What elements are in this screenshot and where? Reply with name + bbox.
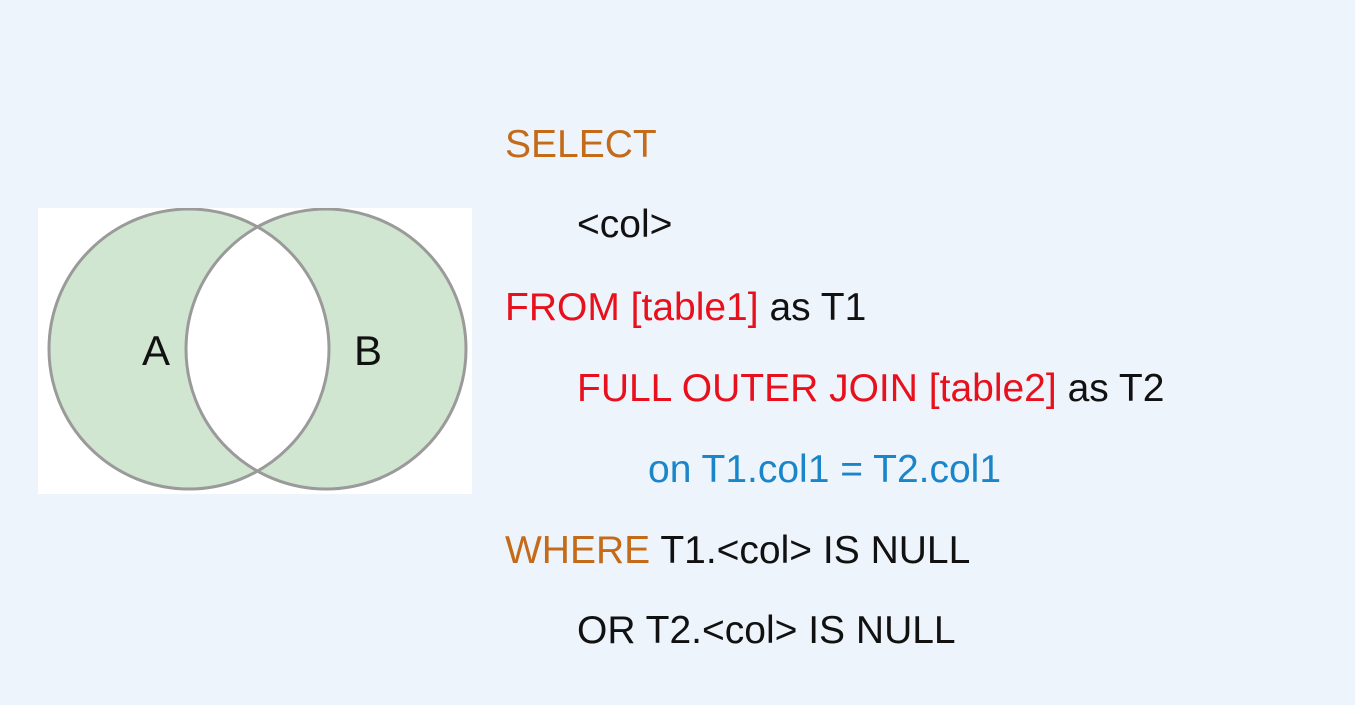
label-b: B [354,327,382,374]
or-line: OR T2.<col> IS NULL [577,608,956,654]
venn-diagram: A B [47,208,468,491]
or-condition: OR T2.<col> IS NULL [577,609,956,652]
from-line: FROM [table1] as T1 [505,285,866,331]
circle-b-outline [184,208,468,491]
intersection-region [186,209,329,489]
circle-a-outline [47,208,331,491]
select-keyword: SELECT [505,123,657,166]
where-keyword: WHERE [505,529,651,572]
column-line: <col> [577,202,672,248]
alias-t1: as T1 [769,286,867,329]
venn-diagram-panel: A B [38,208,472,494]
where-line: WHERE T1.<col> IS NULL [505,528,970,574]
on-line: on T1.col1 = T2.col1 [648,447,1001,493]
join-line: FULL OUTER JOIN [table2] as T2 [577,366,1164,412]
select-line: SELECT [505,122,657,168]
full-outer-join-keyword: FULL OUTER JOIN [577,367,918,410]
where-condition: T1.<col> IS NULL [660,529,971,572]
alias-t2: as T2 [1067,367,1165,410]
column-placeholder: <col> [577,203,673,246]
table1-name: [table1] [630,286,759,329]
from-keyword: FROM [505,286,620,329]
label-a: A [142,327,170,374]
table2-name: [table2] [928,367,1057,410]
on-clause: on T1.col1 = T2.col1 [648,448,1002,491]
